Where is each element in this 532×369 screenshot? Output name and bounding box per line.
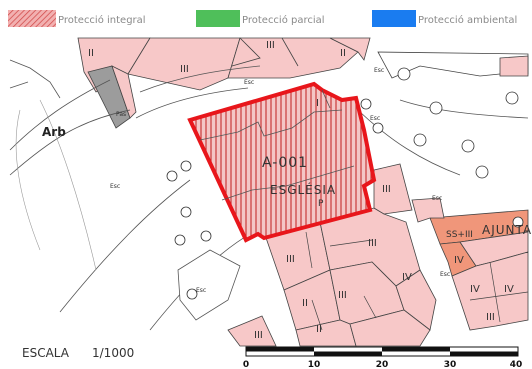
label-p: P [318, 199, 324, 209]
legend-label-integral: Protecció integral [58, 14, 146, 26]
label-ii-top-center: II [340, 48, 346, 59]
label-iv-right-2: IV [504, 284, 514, 295]
scale-label: ESCALA [22, 346, 70, 360]
label-esc-1: Esc [244, 79, 254, 86]
legend-swatch-parcial [196, 10, 240, 27]
legend-label-ambiental: Protecció ambiental [418, 14, 517, 26]
building-top-left-2[interactable] [127, 37, 241, 91]
label-ii-top-left: II [88, 48, 94, 59]
label-ss-iii: SS+III [446, 230, 473, 240]
building-block-iv-1[interactable] [395, 269, 437, 331]
label-iv-right-1: IV [470, 284, 480, 295]
building-right-small[interactable] [411, 197, 445, 223]
church-code: A-001 [262, 155, 308, 171]
scale-tick-0: 0 [243, 360, 249, 369]
scale-tick-40: 40 [510, 360, 523, 369]
label-iii-block-left: III [286, 254, 295, 265]
label-iii-block-center: III [368, 238, 377, 249]
label-esc-4: Esc [432, 195, 442, 202]
label-iv-block: IV [402, 272, 412, 283]
scale-tick-20: 20 [376, 360, 389, 369]
label-ajuntament: AJUNTAM [482, 223, 532, 237]
label-iii-right: III [382, 184, 391, 195]
building-top-center-2[interactable] [329, 37, 371, 61]
building-top-right[interactable] [499, 55, 529, 77]
legend-swatch-integral [8, 10, 56, 27]
tree-symbols [166, 67, 524, 300]
map-canvas: II III III II I Arb A-001 ESGLÉSIA P III… [9, 37, 532, 347]
legend-label-parcial: Protecció parcial [242, 14, 325, 26]
label-iv-ajuntament: IV [454, 255, 464, 266]
building-small-left[interactable] [111, 65, 137, 119]
label-ii-lower-1: II [302, 298, 308, 309]
scale-ratio: 1/1000 [92, 346, 134, 360]
church-name: ESGLÉSIA [270, 182, 336, 197]
legend-swatch-ambiental [372, 10, 416, 27]
building-block-iii-right[interactable] [373, 163, 413, 215]
building-lower-left[interactable] [227, 315, 277, 347]
scale-tick-30: 30 [444, 360, 457, 369]
label-pas: Pas [116, 111, 126, 118]
label-iii-right-lower: III [486, 312, 495, 323]
building-block-lower-4[interactable] [349, 309, 431, 347]
label-esc-3: Esc [370, 115, 380, 122]
label-iii-top-center: III [266, 40, 275, 51]
building-right-iv-block[interactable] [451, 251, 529, 331]
scale-bar [245, 346, 519, 357]
label-iii-lower: III [338, 290, 347, 301]
label-esc-2: Esc [374, 67, 384, 74]
label-arb: Arb [42, 125, 66, 139]
label-esc-5: Esc [110, 183, 120, 190]
label-esc-7: Esc [196, 287, 206, 294]
label-iii-top-left: III [180, 64, 189, 75]
label-iii-lower-left: III [254, 330, 263, 341]
label-esc-6: Esc [440, 271, 450, 278]
label-i-church: I [316, 98, 319, 109]
label-ii-lower-2: II [316, 324, 322, 335]
scale-tick-10: 10 [308, 360, 321, 369]
